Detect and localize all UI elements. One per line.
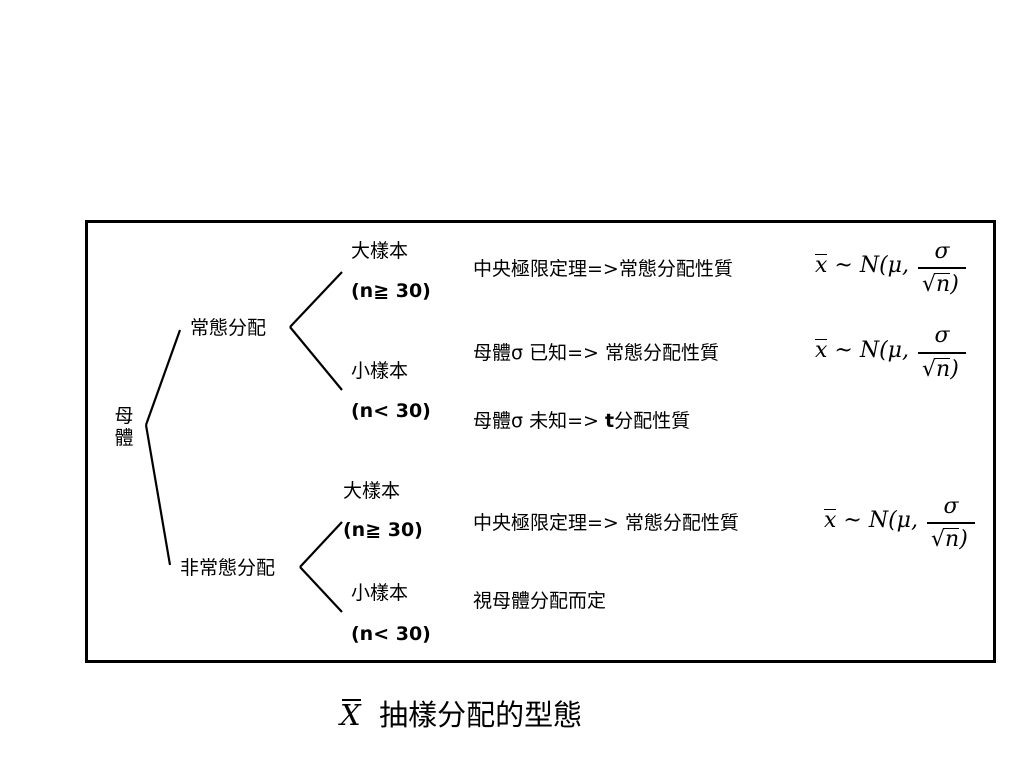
normal-large-label: 大樣本 [351, 240, 409, 262]
normal-small-unknown: 母體σ 未知=> t分配性質 [473, 410, 691, 432]
caption: X 抽樣分配的型態 [340, 697, 582, 733]
normal-large-cond: (n≧ 30) [351, 280, 431, 302]
line-root-nonnormal [144, 424, 172, 566]
caption-symbol: X [340, 698, 361, 732]
normal-small-label: 小樣本 [351, 360, 409, 382]
branch-nonnormal-label: 非常態分配 [180, 557, 276, 579]
caption-text: 抽樣分配的型態 [379, 698, 583, 732]
normal-large-rule: 中央極限定理=>常態分配性質 [473, 258, 733, 280]
nonnormal-small-label: 小樣本 [351, 582, 409, 604]
normal-small-cond: (n< 30) [351, 400, 431, 422]
branch-normal-label: 常態分配 [190, 317, 267, 339]
line-nonnormal-large [299, 521, 343, 568]
line-nonnormal-small [299, 566, 343, 613]
normal-small-known: 母體σ 已知=> 常態分配性質 [473, 342, 719, 364]
line-normal-small [289, 326, 343, 391]
root-label: 母體 [114, 405, 134, 449]
line-root-normal [144, 329, 182, 426]
nonnormal-small-rule: 視母體分配而定 [473, 590, 607, 612]
line-normal-large [289, 271, 343, 328]
nonnormal-large-cond: (n≧ 30) [343, 519, 423, 541]
nonnormal-small-cond: (n< 30) [351, 623, 431, 645]
nonnormal-large-rule: 中央極限定理=> 常態分配性質 [473, 512, 739, 534]
nonnormal-large-label: 大樣本 [343, 480, 401, 502]
diagram-frame [85, 220, 996, 663]
